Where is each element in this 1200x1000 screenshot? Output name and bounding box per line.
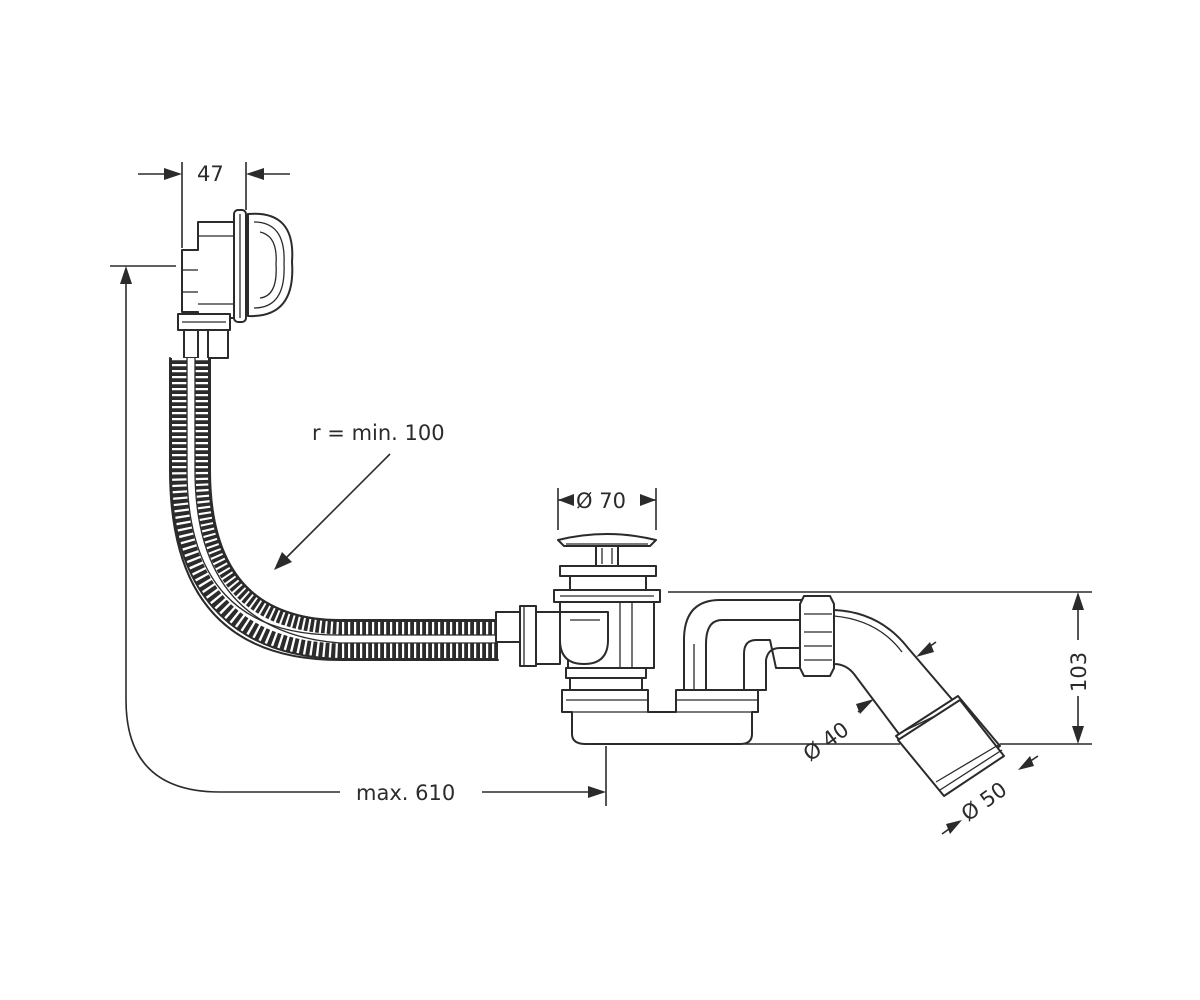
outlet-inner-label: Ø 40 xyxy=(799,717,854,766)
dimension-height-103: 103 xyxy=(668,591,1092,745)
dimension-bend-radius: r = min. 100 xyxy=(274,421,445,570)
bend-radius-label: r = min. 100 xyxy=(312,421,445,445)
max-length-label: max. 610 xyxy=(356,781,455,805)
hose-connector xyxy=(495,605,561,667)
overflow-assembly xyxy=(177,209,294,359)
trap-u-bend xyxy=(683,599,807,691)
dimension-47: 47 xyxy=(138,162,290,248)
dimension-47-label: 47 xyxy=(197,162,224,186)
dimension-plug-diameter: Ø 70 xyxy=(557,488,657,530)
dimension-max-610: max. 610 xyxy=(110,265,607,806)
height-103-label: 103 xyxy=(1067,652,1091,692)
corrugated-hose xyxy=(169,357,499,661)
outlet-elbow xyxy=(799,595,1005,797)
trap-body xyxy=(553,533,759,745)
plug-diameter-label: Ø 70 xyxy=(576,489,626,513)
outlet-outer-label: Ø 50 xyxy=(957,777,1012,826)
